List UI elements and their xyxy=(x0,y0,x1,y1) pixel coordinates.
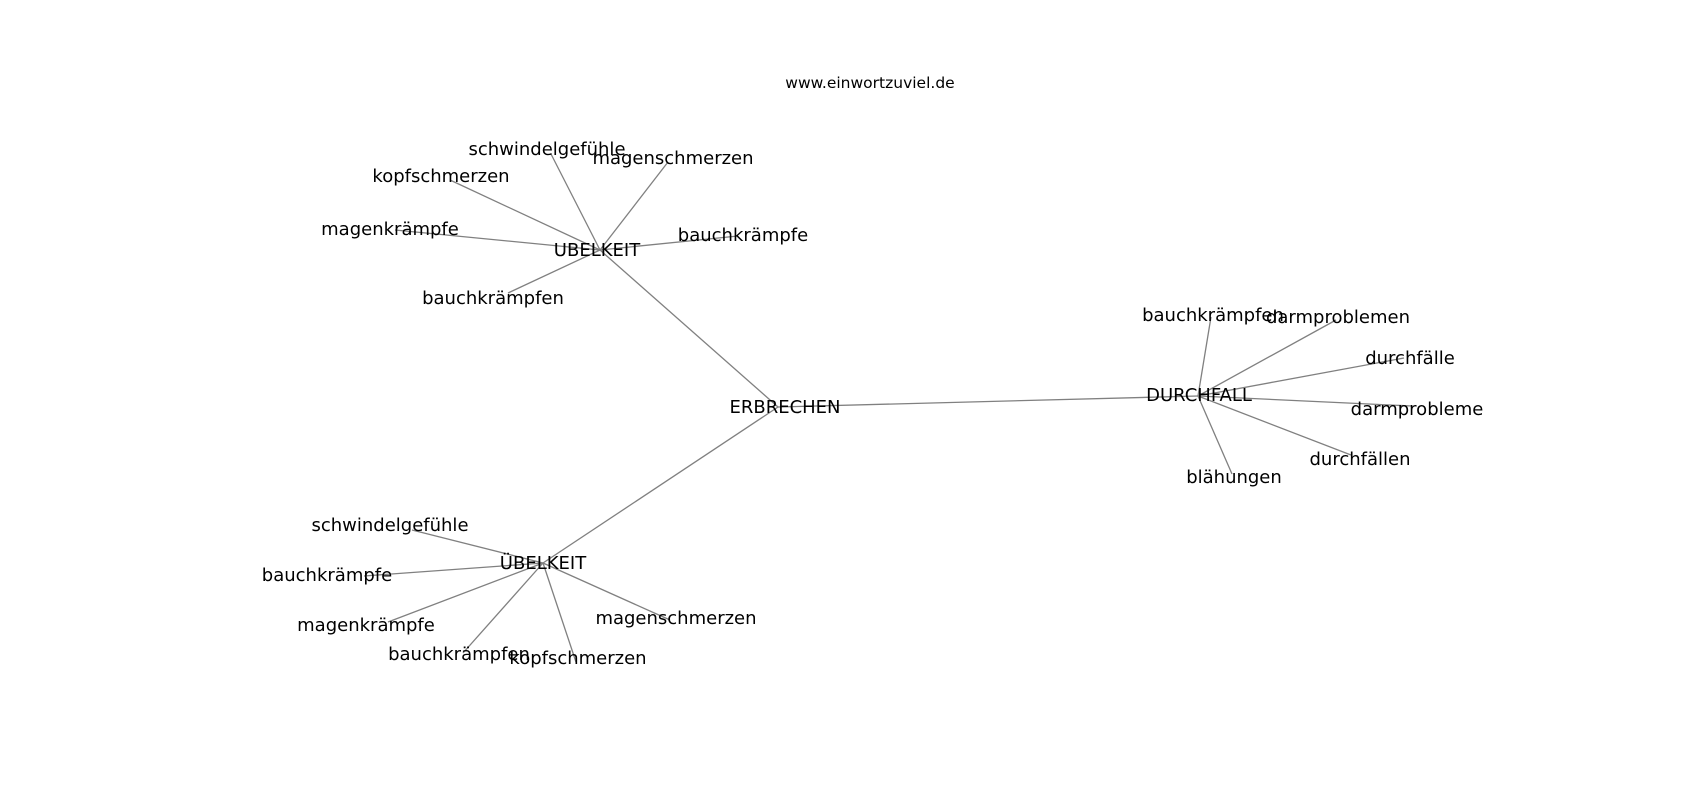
node-label-b_schwindel: schwindelgefühle xyxy=(311,515,468,536)
edge-durchfall-d_bauchkraempfen xyxy=(1197,316,1212,397)
edge-uebelkeit_bottom-b_bauchkraempfen xyxy=(462,562,544,654)
node-label-d_durchfaellen: durchfällen xyxy=(1310,449,1411,470)
edge-erbrechen-durchfall xyxy=(777,395,1199,408)
edge-durchfall-d_blaehungen xyxy=(1197,395,1233,475)
edge-uebelkeit_bottom-b_bauchkraempfe xyxy=(363,562,544,577)
node-label-t_bauchkraempfe: bauchkrämpfe xyxy=(678,225,808,246)
edge-uebelkeit_bottom-b_schwindel xyxy=(411,529,544,564)
edge-uebelkeit_top-t_magenschmerzen xyxy=(599,161,669,251)
edge-uebelkeit_bottom-b_magenschmerzen xyxy=(542,562,671,621)
edge-uebelkeit_top-t_bauchkraempfen xyxy=(507,249,601,294)
edge-uebelkeit_bottom-b_magenkraempfe xyxy=(387,562,544,623)
node-label-b_bauchkraempfen: bauchkrämpfen xyxy=(388,644,530,665)
node-label-d_darmprobleme: darmprobleme xyxy=(1351,399,1484,420)
edge-uebelkeit_top-t_bauchkraempfe xyxy=(599,235,739,251)
node-label-uebelkeit_top: UBELKEIT xyxy=(554,240,641,261)
node-label-t_kopfschmerzen: kopfschmerzen xyxy=(372,166,509,187)
node-label-t_bauchkraempfen: bauchkrämpfen xyxy=(422,288,564,309)
edge-erbrechen-uebelkeit_bottom xyxy=(542,406,779,564)
edge-durchfall-d_durchfaellen xyxy=(1197,395,1352,456)
node-label-b_magenschmerzen: magenschmerzen xyxy=(595,608,756,629)
node-layer: ERBRECHEN UBELKEIT ÜBELKEIT DURCHFALL schwin… xyxy=(262,139,1484,669)
node-label-d_blaehungen: blähungen xyxy=(1186,467,1282,488)
edge-durchfall-d_darmproblemen xyxy=(1197,319,1337,397)
node-label-erbrechen: ERBRECHEN xyxy=(729,397,840,418)
node-label-d_durchfaelle: durchfälle xyxy=(1365,348,1455,369)
edge-erbrechen-uebelkeit_top xyxy=(599,249,779,408)
edge-durchfall-d_durchfaelle xyxy=(1197,357,1405,397)
node-label-d_darmproblemen: darmproblemen xyxy=(1266,307,1410,328)
edge-layer xyxy=(363,153,1413,663)
node-label-durchfall: DURCHFALL xyxy=(1146,385,1252,406)
node-label-b_magenkraempfe: magenkrämpfe xyxy=(297,615,435,636)
edge-uebelkeit_bottom-b_kopfschmerzen xyxy=(542,562,577,663)
node-label-b_bauchkraempfe: bauchkrämpfe xyxy=(262,565,392,586)
node-label-t_magenschmerzen: magenschmerzen xyxy=(592,148,753,169)
node-label-b_kopfschmerzen: kopfschmerzen xyxy=(509,648,646,669)
edge-uebelkeit_top-t_magenkraempfe xyxy=(394,229,601,251)
edge-durchfall-d_darmprobleme xyxy=(1197,395,1413,407)
node-label-uebelkeit_bottom: ÜBELKEIT xyxy=(500,552,587,574)
node-label-t_magenkraempfe: magenkrämpfe xyxy=(321,219,459,240)
edge-uebelkeit_top-t_kopfschmerzen xyxy=(449,179,601,251)
node-label-t_schwindel: schwindelgefühle xyxy=(468,139,625,160)
source-url: www.einwortzuviel.de xyxy=(785,74,954,92)
node-label-d_bauchkraempfen: bauchkrämpfen xyxy=(1142,305,1284,326)
edge-uebelkeit_top-t_schwindel xyxy=(550,153,601,251)
